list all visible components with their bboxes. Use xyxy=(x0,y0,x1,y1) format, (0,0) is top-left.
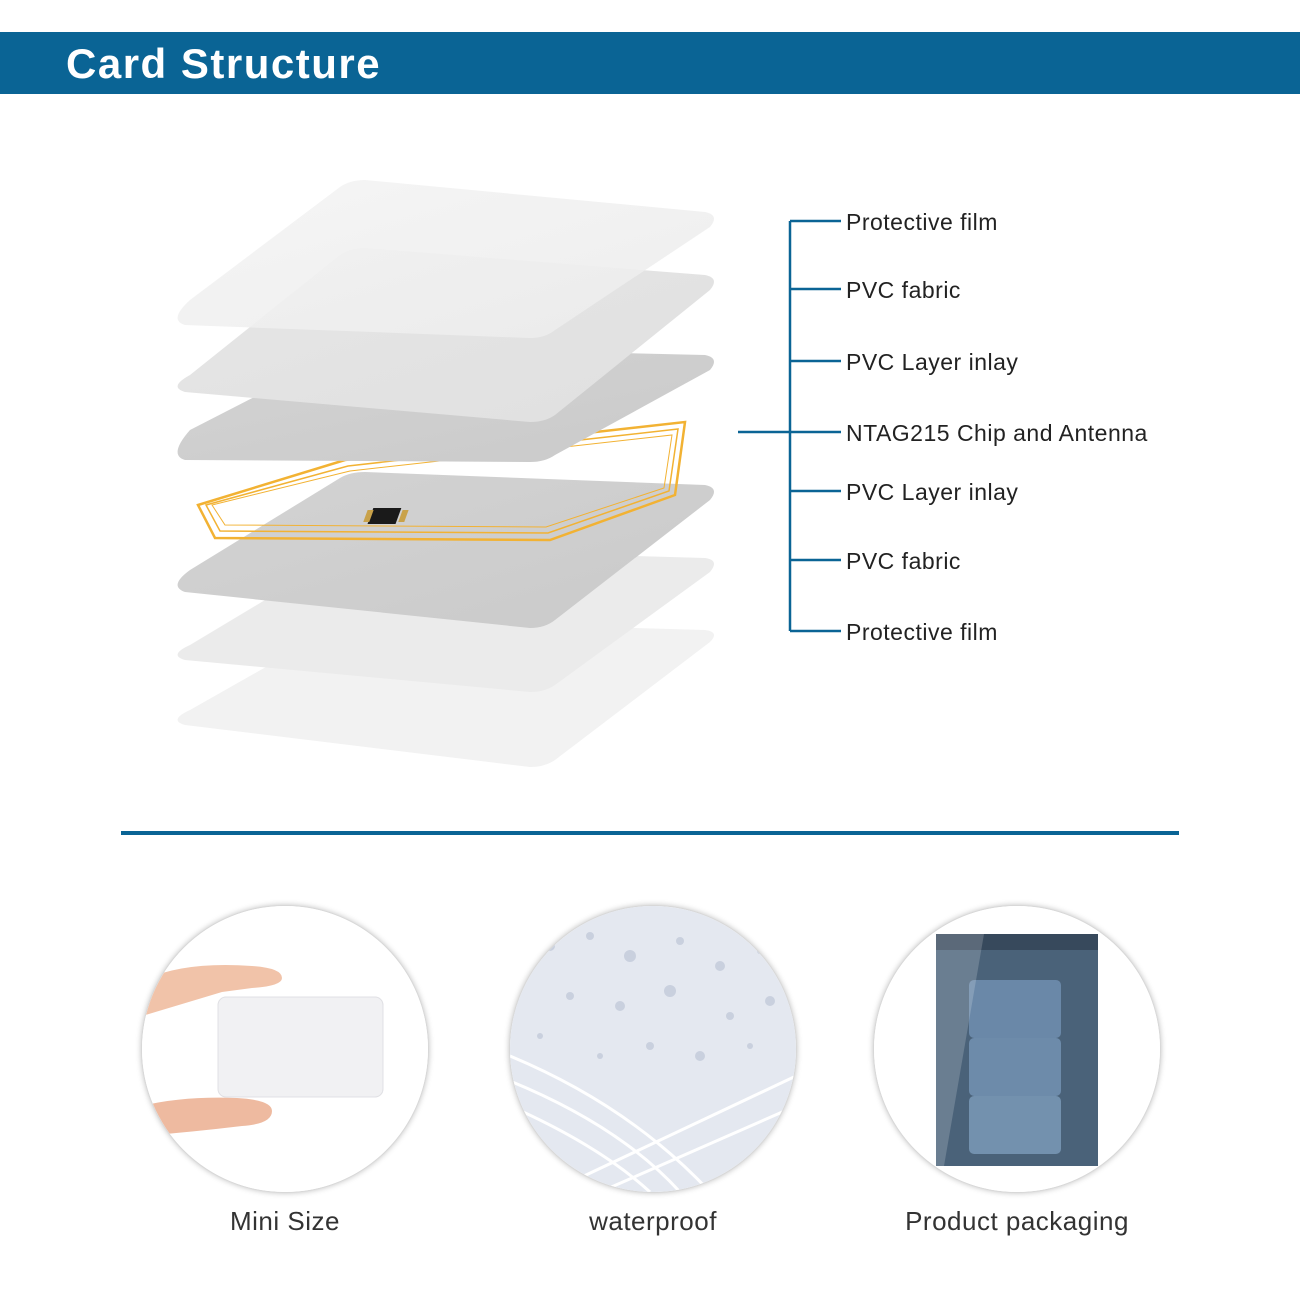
layer-label-pvc-fabric-top: PVC fabric xyxy=(846,277,961,303)
water-droplets-cards-image xyxy=(509,905,797,1193)
layer-label-pvc-fabric-bottom: PVC fabric xyxy=(846,548,961,574)
feature-caption-product-packaging: Product packaging xyxy=(905,1206,1129,1236)
layer-label-chip-antenna: NTAG215 Chip and Antenna xyxy=(846,420,1148,446)
feature-caption-waterproof: waterproof xyxy=(589,1206,717,1236)
packaged-cards-image xyxy=(873,905,1161,1193)
layer-label-pvc-inlay-bottom: PVC Layer inlay xyxy=(846,479,1019,505)
header-banner: Card Structure xyxy=(0,32,1300,94)
card-layers-illustration xyxy=(177,180,715,767)
card-layer-protective-film-top xyxy=(177,180,715,338)
feature-caption-mini-size: Mini Size xyxy=(230,1206,340,1236)
section-divider xyxy=(121,831,1179,835)
layer-label-protective-film-top: Protective film xyxy=(846,209,998,235)
page-title: Card Structure xyxy=(66,40,382,87)
ntag215-chip xyxy=(367,508,402,524)
card-layer-pvc-inlay-bottom xyxy=(177,472,715,628)
legend-bracket xyxy=(738,219,841,633)
layer-label-pvc-inlay-top: PVC Layer inlay xyxy=(846,349,1019,375)
hand-holding-card-image xyxy=(141,905,429,1193)
layer-label-protective-film-bottom: Protective film xyxy=(846,619,998,645)
